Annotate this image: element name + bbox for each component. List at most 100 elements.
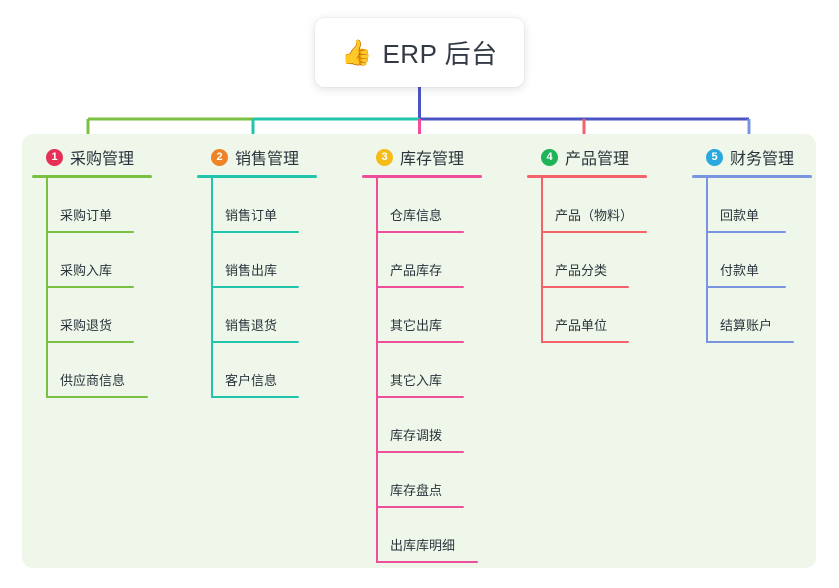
branch-header-rule-2 <box>197 175 317 178</box>
branch-item-rule <box>706 286 786 288</box>
branch-item-label: 采购入库 <box>60 263 113 278</box>
branch-item-label: 产品单位 <box>555 318 608 333</box>
branch-item[interactable]: 付款单 <box>706 233 812 288</box>
branch-item[interactable]: 其它入库 <box>376 343 482 398</box>
branch-item[interactable]: 库存盘点 <box>376 453 482 508</box>
branch-item[interactable]: 供应商信息 <box>46 343 152 398</box>
branch-header-rule-1 <box>32 175 152 178</box>
branch-item-rule <box>376 451 464 453</box>
branch-item-rule <box>541 286 629 288</box>
branch-item-rule <box>376 341 464 343</box>
branch-item-label: 回款单 <box>720 208 760 223</box>
branch-item[interactable]: 销售退货 <box>211 288 317 343</box>
branch-item-label: 销售出库 <box>225 263 278 278</box>
branch-header-rule-4 <box>527 175 647 178</box>
branch-item-label: 销售退货 <box>225 318 278 333</box>
branch-item-rule <box>541 231 647 233</box>
branch-item-label: 采购订单 <box>60 208 113 223</box>
branch-item-label: 产品分类 <box>555 263 608 278</box>
branch-title-1: 采购管理 <box>70 151 135 168</box>
branch-item-label: 出库库明细 <box>390 538 456 553</box>
branch-badge-3: 3 <box>376 148 393 166</box>
branch-item-rule <box>211 231 299 233</box>
branch-column-2: 2 销售管理销售订单销售出库销售退货客户信息 <box>197 144 317 398</box>
branch-item-rule <box>376 561 478 563</box>
branch-item-rule <box>541 341 629 343</box>
branch-item-label: 其它入库 <box>390 373 443 388</box>
branch-item-label: 库存调拨 <box>390 428 443 443</box>
branch-item[interactable]: 产品单位 <box>541 288 647 343</box>
branch-item[interactable]: 产品库存 <box>376 233 482 288</box>
branch-item-rule <box>211 396 299 398</box>
branch-spine-1 <box>46 178 48 398</box>
branch-item-rule <box>46 341 134 343</box>
thumbs-up-icon: 👍 <box>341 39 373 67</box>
branch-item-label: 供应商信息 <box>60 373 126 388</box>
branch-item[interactable]: 销售出库 <box>211 233 317 288</box>
branch-item[interactable]: 回款单 <box>706 178 812 233</box>
branch-item-label: 产品（物料） <box>555 208 634 223</box>
branch-items-5: 回款单付款单结算账户 <box>692 178 812 343</box>
branch-item-label: 客户信息 <box>225 373 278 388</box>
branch-item-label: 采购退货 <box>60 318 113 333</box>
branch-item[interactable]: 产品（物料） <box>541 178 647 233</box>
root-node-title: ERP 后台 <box>382 39 498 69</box>
branch-item-label: 产品库存 <box>390 263 443 278</box>
branch-title-5: 财务管理 <box>730 151 795 168</box>
branch-item-label: 付款单 <box>720 263 760 278</box>
branch-column-3: 3 库存管理仓库信息产品库存其它出库其它入库库存调拨库存盘点出库库明细 <box>362 144 482 563</box>
diagram-panel <box>22 134 816 568</box>
branch-title-4: 产品管理 <box>565 151 630 168</box>
branch-items-3: 仓库信息产品库存其它出库其它入库库存调拨库存盘点出库库明细 <box>362 178 482 563</box>
branch-badge-5: 5 <box>706 148 723 166</box>
branch-item[interactable]: 客户信息 <box>211 343 317 398</box>
branch-item[interactable]: 结算账户 <box>706 288 812 343</box>
branch-item[interactable]: 采购入库 <box>46 233 152 288</box>
branch-badge-4: 4 <box>541 148 558 166</box>
branch-spine-3 <box>376 178 378 563</box>
branch-item-rule <box>211 341 299 343</box>
branch-item[interactable]: 采购订单 <box>46 178 152 233</box>
branch-header-4[interactable]: 4 产品管理 <box>527 144 647 170</box>
branch-header-rule-5 <box>692 175 812 178</box>
branch-item-label: 销售订单 <box>225 208 278 223</box>
branch-item-rule <box>46 286 134 288</box>
branch-item-rule <box>46 396 148 398</box>
branch-items-2: 销售订单销售出库销售退货客户信息 <box>197 178 317 398</box>
branch-item-label: 库存盘点 <box>390 483 443 498</box>
branch-item[interactable]: 其它出库 <box>376 288 482 343</box>
branch-item[interactable]: 销售订单 <box>211 178 317 233</box>
branch-item-rule <box>706 231 786 233</box>
branch-item-rule <box>376 396 464 398</box>
branch-item-rule <box>706 341 794 343</box>
branch-item-label: 结算账户 <box>720 318 773 333</box>
branch-item-label: 仓库信息 <box>390 208 443 223</box>
branch-spine-4 <box>541 178 543 343</box>
branch-item-rule <box>376 231 464 233</box>
branch-header-5[interactable]: 5 财务管理 <box>692 144 812 170</box>
branch-header-3[interactable]: 3 库存管理 <box>362 144 482 170</box>
branch-column-4: 4 产品管理产品（物料） 产品分类产品单位 <box>527 144 647 343</box>
branch-title-3: 库存管理 <box>400 151 465 168</box>
branch-items-1: 采购订单采购入库采购退货供应商信息 <box>32 178 152 398</box>
branch-item-rule <box>46 231 134 233</box>
branch-item-rule <box>376 286 464 288</box>
branch-header-rule-3 <box>362 175 482 178</box>
branch-item[interactable]: 产品分类 <box>541 233 647 288</box>
root-node-card[interactable]: 👍 ERP 后台 <box>315 18 524 87</box>
branch-badge-2: 2 <box>211 148 228 166</box>
branch-item-rule <box>376 506 464 508</box>
branch-item[interactable]: 仓库信息 <box>376 178 482 233</box>
branch-header-2[interactable]: 2 销售管理 <box>197 144 317 170</box>
branch-item[interactable]: 库存调拨 <box>376 398 482 453</box>
branch-item[interactable]: 出库库明细 <box>376 508 482 563</box>
branch-title-2: 销售管理 <box>235 151 300 168</box>
branch-item[interactable]: 采购退货 <box>46 288 152 343</box>
branch-item-rule <box>211 286 299 288</box>
branch-item-label: 其它出库 <box>390 318 443 333</box>
branch-column-5: 5 财务管理回款单付款单结算账户 <box>692 144 812 343</box>
branch-items-4: 产品（物料） 产品分类产品单位 <box>527 178 647 343</box>
